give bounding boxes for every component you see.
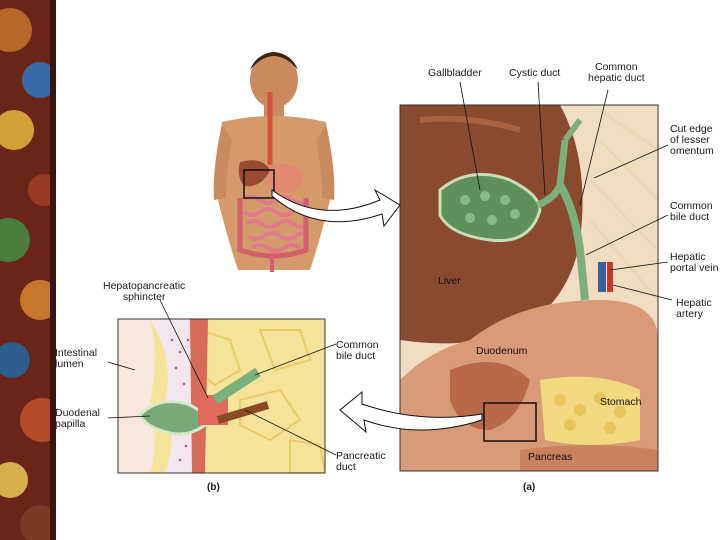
label-pancreas: Pancreas [528, 451, 573, 463]
label-hepatic-portal-vein: Hepatic portal vein [670, 251, 719, 274]
label-stomach: Stomach [600, 396, 642, 408]
label-duodenum: Duodenum [476, 345, 528, 357]
panel-a-tag: (a) [523, 482, 536, 493]
label-intestinal-lumen: Intestinal lumen [55, 347, 98, 370]
label-liver: Liver [438, 275, 461, 287]
label-pancreatic-duct: Pancreatic duct [336, 450, 386, 473]
label-cystic-duct: Cystic duct [509, 67, 561, 79]
label-duodenal-papilla: Duodenal papilla [55, 407, 100, 430]
label-common-hepatic-duct: Common hepatic duct [588, 61, 645, 84]
label-hepatic-artery: Hepatic artery [676, 297, 712, 320]
panel-b-tag: (b) [207, 482, 220, 493]
label-hepatopancreatic-sphincter: Hepatopancreatic sphincter [103, 280, 186, 303]
inset-box-figure [243, 169, 275, 199]
decorative-side-strip [0, 0, 56, 540]
label-lesser-omentum: Cut edge of lesser omentum [670, 123, 714, 157]
label-gallbladder: Gallbladder [428, 67, 482, 79]
label-common-bile-duct-a: Common bile duct [670, 200, 713, 223]
label-common-bile-duct-b: Common bile duct [336, 339, 379, 362]
